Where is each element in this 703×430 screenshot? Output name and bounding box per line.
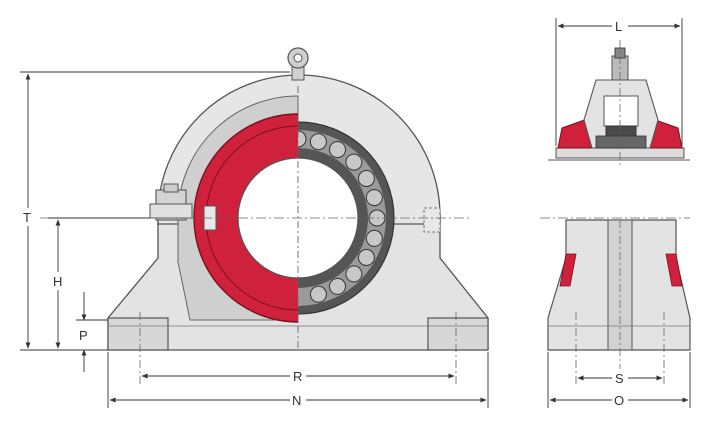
roller [345, 153, 363, 171]
left-foot [107, 317, 169, 351]
eyebolt [287, 47, 309, 81]
label-L: L [615, 19, 622, 34]
label-P: P [79, 328, 88, 343]
roller-set [298, 130, 386, 303]
left-cap-bolt [149, 183, 193, 221]
label-S: S [615, 371, 624, 386]
right-foot [427, 317, 489, 351]
roller [357, 249, 375, 266]
roller [309, 285, 327, 303]
side-view-bottom [540, 217, 691, 386]
roller [329, 277, 346, 295]
side-view-top [548, 40, 690, 168]
dimension-labels: T H P R N L S O [20, 17, 628, 409]
right-cap-bolt [423, 207, 441, 233]
front-view [40, 47, 489, 384]
roller [357, 170, 375, 187]
side-base-seal-left [559, 253, 577, 287]
roller [309, 133, 327, 151]
roller [329, 141, 346, 159]
roller [298, 130, 307, 148]
roller [365, 229, 383, 247]
roller [365, 189, 383, 207]
label-N: N [292, 393, 301, 408]
label-R: R [293, 369, 302, 384]
label-H: H [53, 274, 62, 289]
side-base-seal-right [665, 253, 683, 287]
label-O: O [614, 393, 624, 408]
roller [345, 265, 363, 283]
label-T: T [23, 210, 31, 225]
